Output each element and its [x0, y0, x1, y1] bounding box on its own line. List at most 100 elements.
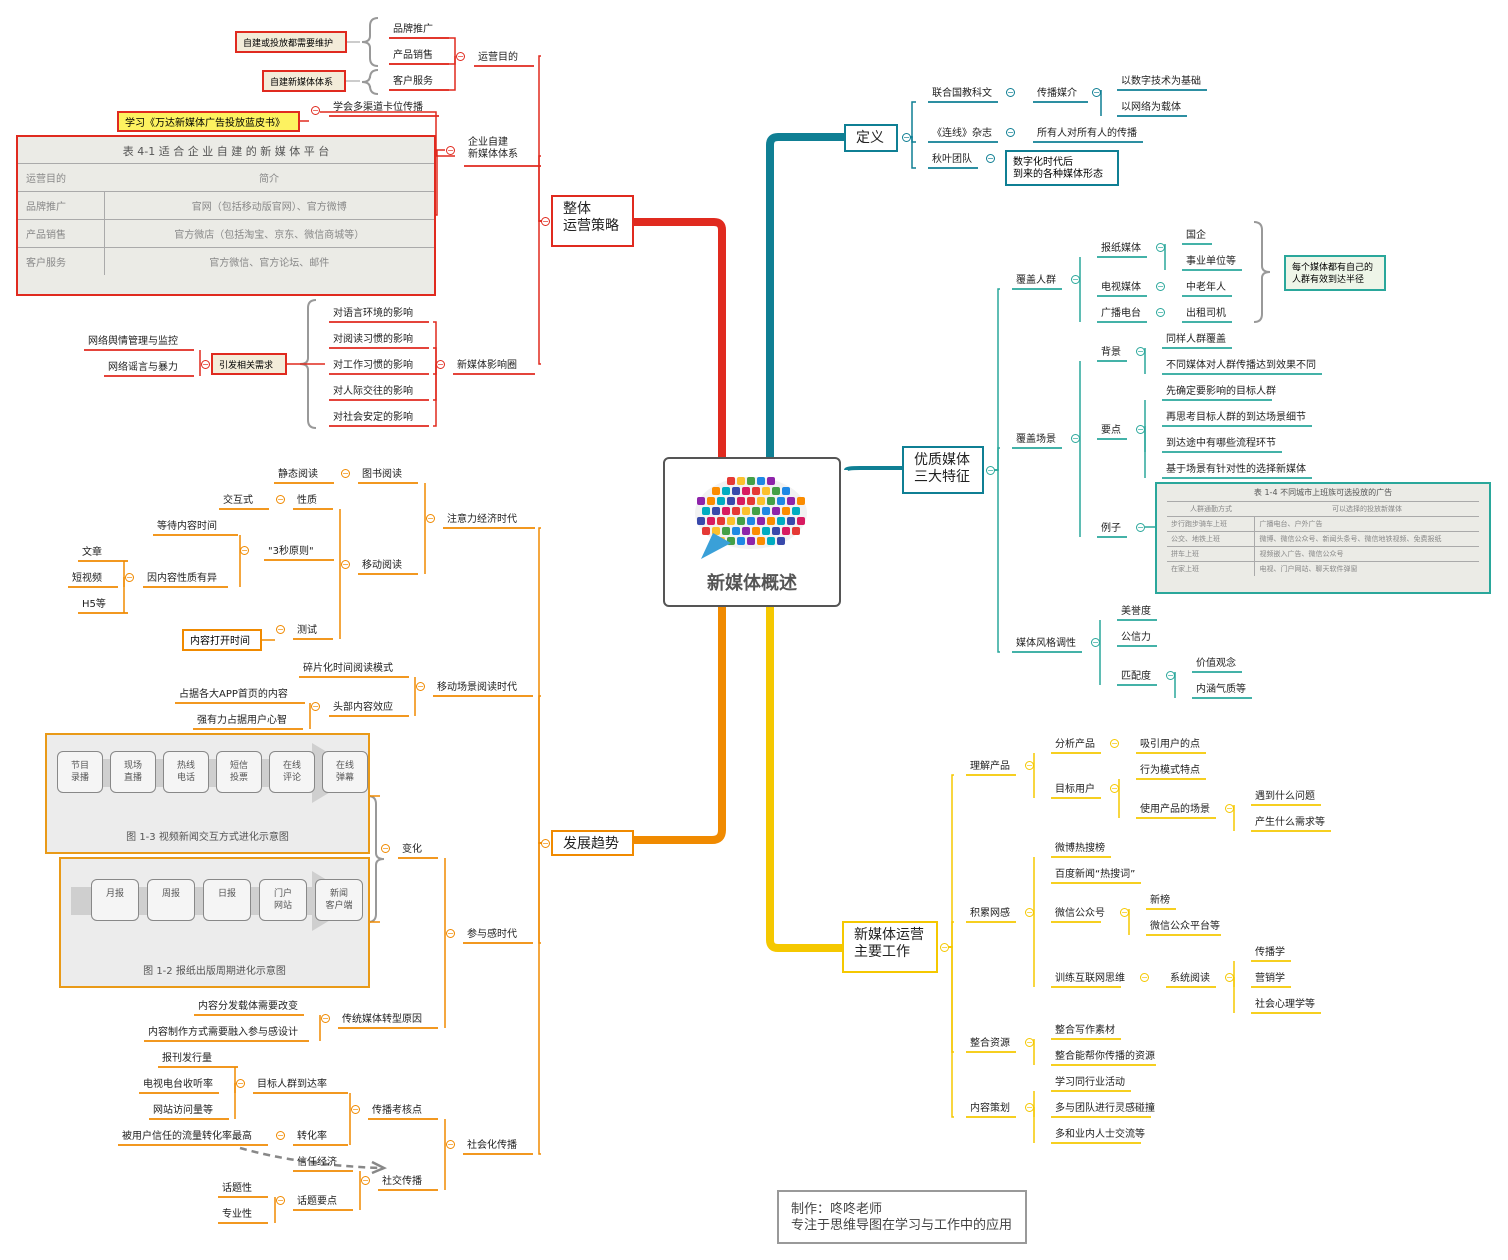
head-item[interactable]: 强有力占据用户心智 — [197, 715, 287, 726]
paper-item[interactable]: 事业单位等 — [1186, 256, 1236, 267]
fragmented-reading[interactable]: 碎片化时间阅读模式 — [303, 663, 393, 674]
usage-item[interactable]: 产生什么需求等 — [1255, 817, 1325, 828]
content-type[interactable]: 文章 — [82, 547, 102, 558]
collapse-toggle-icon[interactable]: − — [446, 1140, 455, 1149]
collapse-toggle-icon[interactable]: − — [1092, 88, 1101, 97]
collapse-toggle-icon[interactable]: − — [1140, 973, 1149, 982]
reach-item[interactable]: 报刊发行量 — [162, 1053, 212, 1064]
collapse-toggle-icon[interactable]: − — [986, 466, 995, 475]
collapse-toggle-icon[interactable]: − — [541, 839, 550, 848]
sys-item[interactable]: 传播学 — [1255, 947, 1285, 958]
needs-monitoring[interactable]: 网络舆情管理与监控 — [88, 336, 178, 347]
usage-item[interactable]: 遇到什么问题 — [1255, 791, 1315, 802]
topic-item[interactable]: 专业性 — [222, 1209, 252, 1220]
qiuye-team[interactable]: 秋叶团队 — [932, 154, 972, 165]
reach-item[interactable]: 电视电台收听率 — [143, 1079, 213, 1090]
collapse-toggle-icon[interactable]: − — [276, 1131, 285, 1140]
integrate-item[interactable]: 整合写作素材 — [1055, 1025, 1115, 1036]
collapse-toggle-icon[interactable]: − — [351, 1105, 360, 1114]
collapse-toggle-icon[interactable]: − — [311, 106, 320, 115]
collapse-toggle-icon[interactable]: − — [436, 360, 445, 369]
key-item[interactable]: 基于场景有针对性的选择新媒体 — [1166, 464, 1306, 475]
collapse-toggle-icon[interactable]: − — [236, 1079, 245, 1088]
collapse-toggle-icon[interactable]: − — [321, 1014, 330, 1023]
conversion-item[interactable]: 被用户信任的流量转化率最高 — [122, 1131, 252, 1142]
collapse-toggle-icon[interactable]: − — [1091, 638, 1100, 647]
match-item[interactable]: 价值观念 — [1196, 658, 1236, 669]
media-item[interactable]: 以网络为载体 — [1121, 102, 1181, 113]
understand-product[interactable]: 理解产品 — [970, 761, 1010, 772]
mobile-reading[interactable]: 移动阅读 — [362, 560, 402, 571]
nature[interactable]: 性质 — [297, 495, 317, 506]
collapse-toggle-icon[interactable]: − — [1006, 128, 1015, 137]
media-item[interactable]: 以数字技术为基础 — [1121, 76, 1201, 87]
reason-item[interactable]: 内容分发载体需要改变 — [198, 1001, 298, 1012]
accum-item[interactable]: 微博热搜榜 — [1055, 843, 1105, 854]
systematic-reading[interactable]: 系统阅读 — [1170, 973, 1210, 984]
media-channel[interactable]: 传播媒介 — [1037, 88, 1077, 99]
target-reach[interactable]: 目标人群到达率 — [257, 1079, 327, 1090]
test[interactable]: 测试 — [297, 625, 317, 636]
collapse-toggle-icon[interactable]: − — [125, 573, 134, 582]
static-reading[interactable]: 静态阅读 — [278, 469, 318, 480]
radio-media[interactable]: 广播电台 — [1101, 308, 1141, 319]
coverage-crowd[interactable]: 覆盖人群 — [1016, 275, 1056, 286]
content-type[interactable]: H5等 — [82, 599, 106, 610]
topic-item[interactable]: 话题性 — [222, 1183, 252, 1194]
reason-item[interactable]: 内容制作方式需要融入参与感设计 — [148, 1027, 298, 1038]
tv-item[interactable]: 中老年人 — [1186, 282, 1226, 293]
head-item[interactable]: 占据各大APP首页的内容 — [179, 689, 288, 700]
branch-development-trend[interactable]: 发展趋势 — [551, 830, 634, 856]
collapse-toggle-icon[interactable]: − — [1071, 434, 1080, 443]
match-item[interactable]: 内涵气质等 — [1196, 684, 1246, 695]
influence-item[interactable]: 对语言环境的影响 — [333, 308, 413, 319]
participation-era[interactable]: 参与感时代 — [467, 929, 517, 940]
bg-item[interactable]: 同样人群覆盖 — [1166, 334, 1226, 345]
topic-points[interactable]: 话题要点 — [297, 1196, 337, 1207]
operation-purpose[interactable]: 运营目的 — [478, 52, 518, 63]
collapse-toggle-icon[interactable]: − — [446, 929, 455, 938]
collapse-toggle-icon[interactable]: − — [381, 844, 390, 853]
behavior-pattern[interactable]: 行为模式特点 — [1140, 765, 1200, 776]
tv-media[interactable]: 电视媒体 — [1101, 282, 1141, 293]
style-item[interactable]: 美誉度 — [1121, 606, 1151, 617]
self-built-media[interactable]: 企业自建 新媒体体系 — [468, 137, 518, 160]
collapse-toggle-icon[interactable]: − — [1025, 1038, 1034, 1047]
collapse-toggle-icon[interactable]: − — [276, 1196, 285, 1205]
collapse-toggle-icon[interactable]: − — [1071, 275, 1080, 284]
collapse-toggle-icon[interactable]: − — [1110, 784, 1119, 793]
influence-item[interactable]: 对阅读习惯的影响 — [333, 334, 413, 345]
collapse-toggle-icon[interactable]: − — [240, 546, 249, 555]
media-influence-circle[interactable]: 新媒体影响圈 — [457, 360, 517, 371]
accumulate-web-sense[interactable]: 积累网感 — [970, 908, 1010, 919]
multi-channel-spread[interactable]: 学会多渠道卡位传播 — [333, 102, 423, 113]
collapse-toggle-icon[interactable]: − — [341, 560, 350, 569]
collapse-toggle-icon[interactable]: − — [902, 133, 911, 142]
spread-assessment[interactable]: 传播考核点 — [372, 1105, 422, 1116]
three-second-rule[interactable]: "3秒原则" — [268, 546, 314, 557]
train-internet-thinking[interactable]: 训练互联网思维 — [1055, 973, 1125, 984]
collapse-toggle-icon[interactable]: − — [1025, 1103, 1034, 1112]
collapse-toggle-icon[interactable]: − — [426, 514, 435, 523]
plan-item[interactable]: 学习同行业活动 — [1055, 1077, 1125, 1088]
key-item[interactable]: 先确定要影响的目标人群 — [1166, 386, 1276, 397]
accum-item[interactable]: 百度新闻“热搜词” — [1055, 869, 1136, 880]
collapse-toggle-icon[interactable]: − — [361, 1176, 370, 1185]
mobile-scene-era[interactable]: 移动场景阅读时代 — [437, 682, 517, 693]
newspaper-media[interactable]: 报纸媒体 — [1101, 243, 1141, 254]
influence-item[interactable]: 对工作习惯的影响 — [333, 360, 413, 371]
wechat-official[interactable]: 微信公众号 — [1055, 908, 1105, 919]
influence-item[interactable]: 对社会安定的影响 — [333, 412, 413, 423]
collapse-toggle-icon[interactable]: − — [1136, 347, 1145, 356]
branch-definition[interactable]: 定义 — [844, 124, 898, 152]
wechat-item[interactable]: 微信公众平台等 — [1150, 921, 1220, 932]
needs-rumor[interactable]: 网络谣言与暴力 — [108, 362, 178, 373]
collapse-toggle-icon[interactable]: − — [1166, 671, 1175, 680]
example[interactable]: 例子 — [1101, 523, 1121, 534]
analyze-product[interactable]: 分析产品 — [1055, 739, 1095, 750]
collapse-toggle-icon[interactable]: − — [1225, 804, 1234, 813]
collapse-toggle-icon[interactable]: − — [1156, 282, 1165, 291]
media-style[interactable]: 媒体风格调性 — [1016, 638, 1076, 649]
plan-item[interactable]: 多和业内人士交流等 — [1055, 1129, 1145, 1140]
reach-item[interactable]: 网站访问量等 — [153, 1105, 213, 1116]
